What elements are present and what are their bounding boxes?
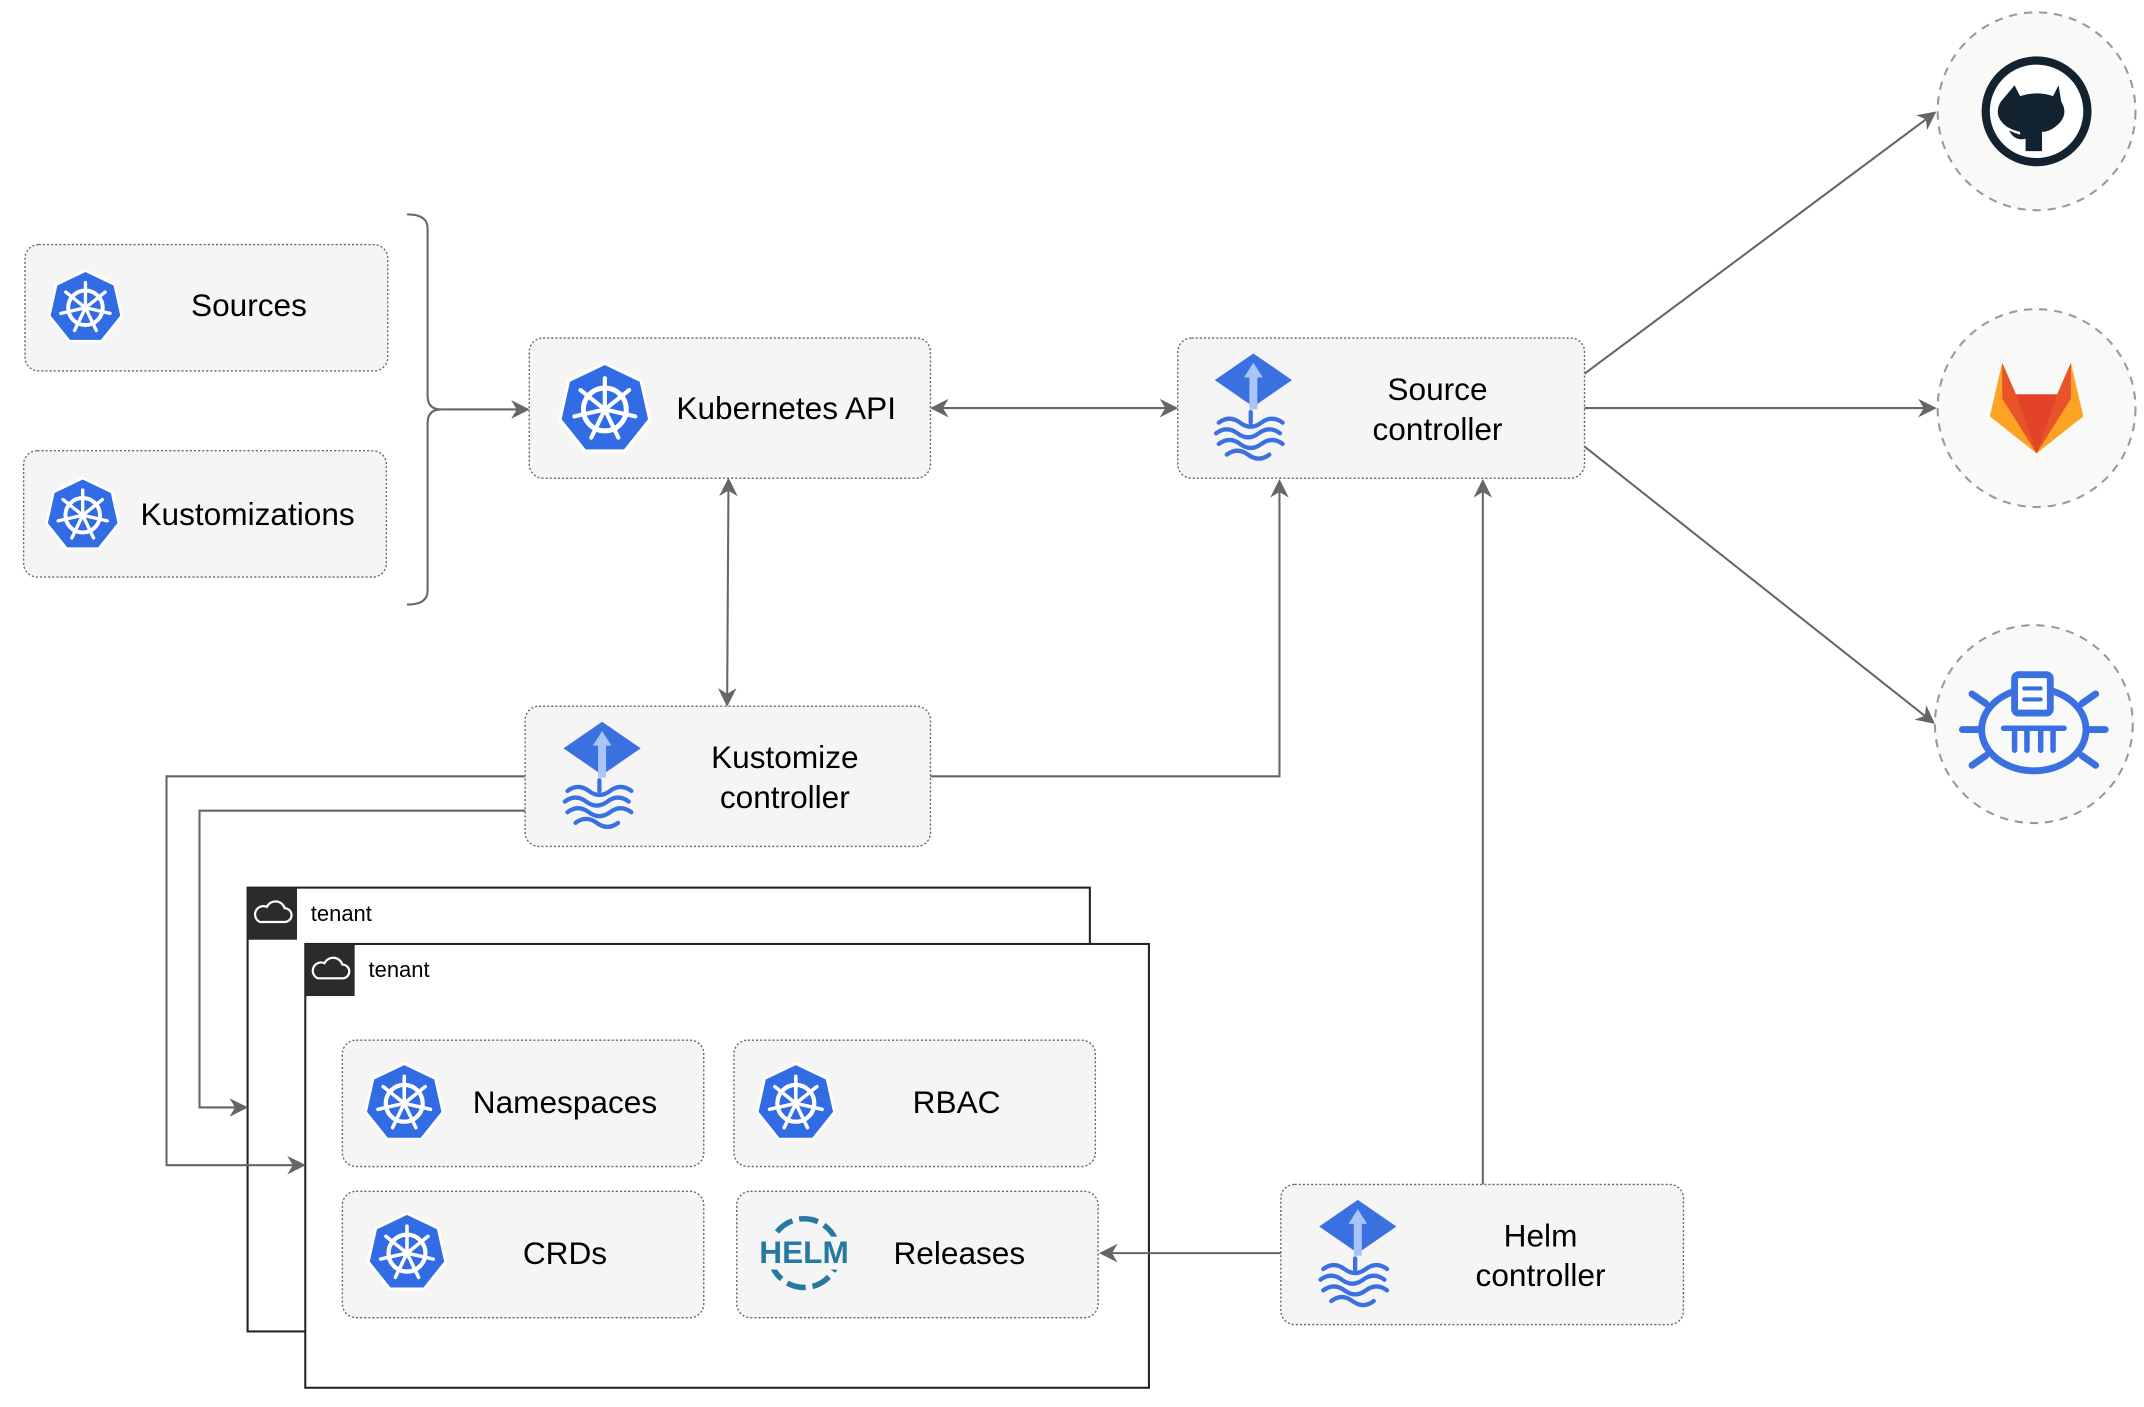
namespaces-node[interactable]: Namespaces <box>341 1039 705 1168</box>
helm-controller-node[interactable]: Helm controller <box>1280 1183 1685 1326</box>
gitlab-icon <box>1989 362 2084 454</box>
kustomize-controller-label-line2: controller <box>720 779 850 815</box>
rbac-label: RBAC <box>913 1084 1001 1120</box>
namespaces-label: Namespaces <box>473 1084 657 1120</box>
helm-repository-source <box>1933 624 2134 825</box>
kustomizations-label: Kustomizations <box>140 496 354 532</box>
helm-repository-icon <box>1958 671 2109 775</box>
edge-kustomize-to-tenant-front <box>165 775 526 1175</box>
helm-icon-text: HELM <box>759 1234 849 1270</box>
kubernetes-api-node[interactable]: Kubernetes API <box>528 337 932 479</box>
github-source <box>1936 11 2137 212</box>
resources-bracket <box>406 213 442 606</box>
sources-label: Sources <box>191 287 307 323</box>
sources-node[interactable]: Sources <box>24 243 389 372</box>
source-controller-node[interactable]: Source controller <box>1177 337 1586 479</box>
edge-kustomize-to-tenant-back <box>198 809 526 1117</box>
source-controller-label-line2: controller <box>1373 411 1503 447</box>
kustomize-controller-node[interactable]: Kustomize controller <box>524 705 932 848</box>
gitlab-source <box>1936 308 2137 509</box>
edge-source-to-github <box>1583 111 1937 375</box>
kustomizations-node[interactable]: Kustomizations <box>22 449 388 578</box>
helm-controller-label-line2: controller <box>1476 1257 1606 1293</box>
cloud-icon <box>305 943 355 997</box>
source-controller-label-line1: Source <box>1387 371 1487 407</box>
kubernetes-api-label: Kubernetes API <box>676 390 896 426</box>
releases-label: Releases <box>893 1235 1025 1271</box>
tenant-label: tenant <box>369 957 430 982</box>
releases-node[interactable]: HELM Releases <box>736 1190 1099 1319</box>
cloud-icon <box>247 887 298 940</box>
crds-label: CRDs <box>523 1235 607 1271</box>
edge-source-to-helm-repo <box>1583 445 1935 724</box>
edge-api-kustomize-controller <box>717 477 738 707</box>
kustomize-controller-label-line1: Kustomize <box>711 739 858 775</box>
tenant-label: tenant <box>311 901 372 926</box>
crds-node[interactable]: CRDs <box>341 1190 705 1319</box>
github-icon <box>1981 56 2092 167</box>
helm-icon: HELM <box>758 1216 850 1291</box>
edge-kustomize-to-source <box>930 479 1289 778</box>
rbac-node[interactable]: RBAC <box>733 1039 1097 1168</box>
helm-controller-label-line1: Helm <box>1504 1217 1578 1253</box>
